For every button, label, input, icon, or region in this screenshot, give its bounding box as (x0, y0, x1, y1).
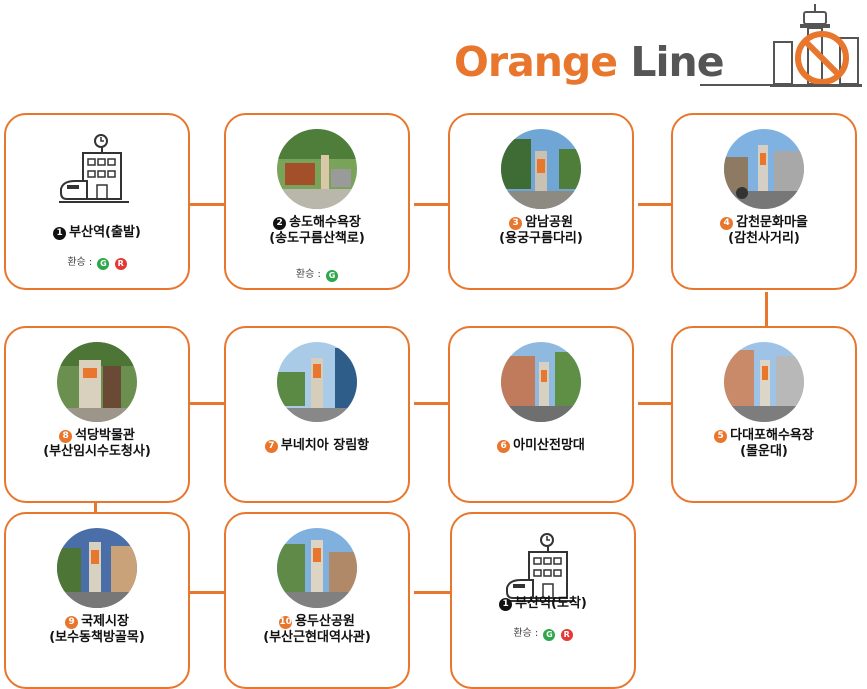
busan-tower-icon (770, 4, 862, 87)
connector-10-11 (414, 591, 450, 594)
stop-number-badge: 1 (499, 598, 513, 611)
connector-1-2 (190, 203, 224, 206)
stop-number-badge: 9 (65, 616, 79, 629)
stop-name-line: 송도해수욕장 (289, 215, 361, 230)
connector-6-7 (414, 402, 448, 405)
stop-photo (501, 342, 581, 422)
transfer-info: 환승 : G R (452, 624, 634, 641)
stop-name-line: 국제시장 (81, 614, 129, 629)
stop-name-line: (송도구름산책로) (269, 231, 365, 246)
transfer-red-badge: R (560, 629, 573, 641)
station-building-icon (59, 134, 129, 203)
stop-number-badge: 3 (509, 217, 523, 230)
stop-photo (501, 129, 581, 209)
stop-name-line: 부네치아 장림항 (280, 438, 370, 453)
stop-photo (57, 528, 137, 608)
stop-photo (277, 342, 357, 422)
transfer-green-badge: G (97, 258, 110, 270)
stop-name-line: 감천문화마을 (736, 215, 808, 230)
stop-photo (724, 129, 804, 209)
transfer-green-badge: G (543, 629, 556, 641)
stop-number-badge: 8 (59, 430, 73, 443)
stop-name-line: (보수동책방골목) (49, 630, 145, 645)
transfer-label: 환승 : (67, 257, 93, 268)
connector-4-5 (765, 292, 768, 326)
stop-number-badge: 7 (264, 440, 278, 453)
connector-5-6 (638, 402, 671, 405)
stop-name-line: 다대포해수욕장 (730, 428, 814, 443)
stop-photo (277, 129, 357, 209)
stop-name-line: 용두산공원 (295, 614, 355, 629)
transfer-label: 환승 : (295, 269, 321, 280)
stop-name-line: (부산근현대역사관) (263, 630, 371, 645)
stop-number-badge: 5 (714, 430, 728, 443)
stop-name-line: (감천사거리) (728, 231, 800, 246)
connector-3-4 (638, 203, 671, 206)
stop-name-line: 부산역(도착) (515, 596, 587, 611)
stop-number-badge: 6 (497, 440, 511, 453)
station-building-icon (505, 533, 575, 602)
transfer-red-badge: R (114, 258, 127, 270)
line-title: Orange Line (454, 42, 725, 83)
transfer-info: 환승 : G R (6, 253, 188, 270)
transfer-info: 환승 : G (226, 265, 408, 282)
connector-2-3 (414, 203, 448, 206)
stop-number-badge: 2 (273, 217, 287, 230)
stop-name-line: (몰운대) (740, 444, 788, 459)
title-line: Line (630, 38, 724, 86)
connector-7-8 (190, 402, 224, 405)
stop-number-badge: 10 (279, 616, 293, 629)
title-orange: Orange (454, 38, 618, 86)
transfer-green-badge: G (326, 270, 339, 282)
transfer-label: 환승 : (513, 628, 539, 639)
stop-photo (724, 342, 804, 422)
connector-9-10 (190, 591, 224, 594)
stop-name-line: 부산역(출발) (69, 225, 141, 240)
stop-number-badge: 4 (720, 217, 734, 230)
stop-name-line: 석당박물관 (75, 428, 135, 443)
stop-number-badge: 1 (53, 227, 67, 240)
stop-photo (57, 342, 137, 422)
stop-photo (277, 528, 357, 608)
stop-name-line: 암남공원 (525, 215, 573, 230)
stop-name-line: (부산임시수도청사) (43, 444, 151, 459)
stop-name-line: 아미산전망대 (513, 438, 585, 453)
stop-name-line: (용궁구름다리) (499, 231, 583, 246)
